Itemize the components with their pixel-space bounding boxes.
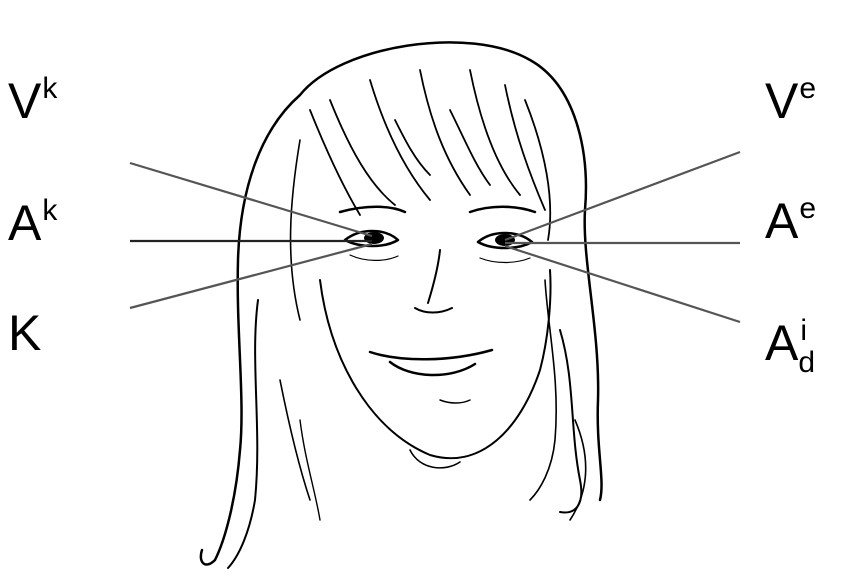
mouth: [370, 350, 492, 375]
label-aid-base: A: [765, 315, 798, 371]
right-eyebrow: [470, 207, 535, 212]
pointer-line-ve: [505, 152, 740, 240]
label-ve: Ve: [765, 76, 816, 126]
pointer-line-aid: [505, 246, 740, 322]
label-ak-sup: k: [42, 194, 57, 227]
label-aid-sup: i: [800, 316, 807, 346]
nose: [415, 250, 452, 313]
label-vk-sup: k: [42, 72, 57, 105]
left-eyebrow: [340, 207, 405, 212]
label-ae-base: A: [765, 193, 798, 249]
label-ae-sup: e: [799, 192, 816, 225]
pointer-line-k: [130, 244, 372, 308]
label-ak: Ak: [8, 198, 57, 248]
pointer-lines: [130, 152, 740, 322]
label-ve-base: V: [765, 73, 798, 129]
label-aid-sub: d: [798, 348, 815, 378]
label-vk-base: V: [8, 73, 41, 129]
label-vk: Vk: [8, 76, 57, 126]
label-ve-sup: e: [799, 72, 816, 105]
face-outline: [320, 270, 551, 458]
bangs: [310, 70, 545, 215]
label-k-base: K: [8, 305, 41, 361]
label-ae: Ae: [765, 196, 816, 246]
label-ak-base: A: [8, 195, 41, 251]
label-k: K: [8, 308, 41, 358]
